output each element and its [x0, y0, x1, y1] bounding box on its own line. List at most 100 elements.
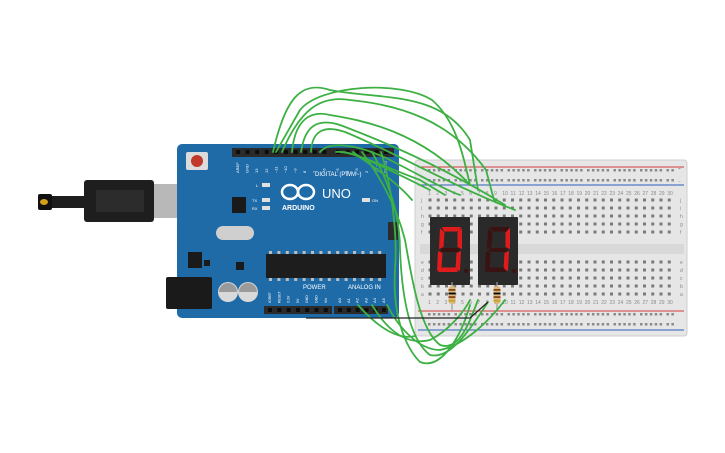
breadboard-hole[interactable] — [610, 284, 613, 288]
breadboard-hole[interactable] — [511, 198, 514, 202]
breadboard-hole[interactable] — [634, 284, 638, 288]
rail-hole[interactable] — [644, 169, 648, 172]
breadboard-hole[interactable] — [560, 268, 564, 272]
rail-hole[interactable] — [507, 313, 511, 316]
rail-hole[interactable] — [442, 323, 446, 326]
rail-hole[interactable] — [517, 313, 520, 316]
breadboard-hole[interactable] — [593, 230, 597, 234]
breadboard-hole[interactable] — [552, 198, 556, 202]
rail-hole[interactable] — [649, 179, 653, 182]
rail-hole[interactable] — [428, 169, 431, 172]
rail-hole[interactable] — [474, 323, 477, 326]
rail-hole[interactable] — [432, 323, 436, 326]
breadboard-hole[interactable] — [626, 292, 630, 296]
rail-hole[interactable] — [481, 169, 484, 172]
digital-pin[interactable] — [255, 150, 260, 154]
breadboard-hole[interactable] — [577, 214, 580, 218]
breadboard-hole[interactable] — [667, 268, 671, 272]
rail-hole[interactable] — [548, 179, 552, 182]
breadboard-hole[interactable] — [626, 284, 630, 288]
rail-hole[interactable] — [659, 313, 663, 316]
breadboard-hole[interactable] — [651, 276, 655, 280]
rail-hole[interactable] — [543, 179, 547, 182]
digital-pin[interactable] — [236, 150, 240, 154]
rail-hole[interactable] — [575, 313, 578, 316]
breadboard-hole[interactable] — [428, 292, 432, 296]
rail-hole[interactable] — [618, 313, 621, 316]
breadboard-hole[interactable] — [453, 198, 457, 202]
power-pin[interactable] — [268, 308, 272, 312]
breadboard-hole[interactable] — [585, 214, 589, 218]
breadboard-hole[interactable] — [568, 268, 572, 272]
rail-hole[interactable] — [570, 323, 573, 326]
breadboard-hole[interactable] — [577, 284, 580, 288]
rail-hole[interactable] — [481, 179, 484, 182]
breadboard-hole[interactable] — [552, 222, 556, 226]
breadboard-hole[interactable] — [610, 230, 613, 234]
breadboard-holes[interactable] — [428, 169, 674, 326]
rail-hole[interactable] — [527, 323, 530, 326]
breadboard-hole[interactable] — [436, 206, 440, 210]
breadboard-hole[interactable] — [436, 284, 440, 288]
rail-hole[interactable] — [543, 169, 547, 172]
breadboard-hole[interactable] — [552, 260, 556, 264]
breadboard-hole[interactable] — [577, 230, 580, 234]
jumper-wire[interactable] — [310, 128, 516, 211]
breadboard-hole[interactable] — [527, 222, 531, 226]
breadboard-hole[interactable] — [577, 276, 580, 280]
breadboard-hole[interactable] — [659, 230, 663, 234]
breadboard-hole[interactable] — [478, 292, 481, 296]
power-pin[interactable] — [314, 308, 319, 312]
rail-hole[interactable] — [464, 169, 467, 172]
rail-hole[interactable] — [575, 169, 578, 172]
breadboard-hole[interactable] — [667, 260, 671, 264]
rail-hole[interactable] — [654, 169, 658, 172]
breadboard-hole[interactable] — [428, 284, 432, 288]
reset-button[interactable] — [191, 155, 203, 167]
rail-hole[interactable] — [522, 179, 525, 182]
breadboard-hole[interactable] — [469, 198, 473, 202]
rail-hole[interactable] — [469, 323, 472, 326]
breadboard-hole[interactable] — [593, 260, 597, 264]
breadboard-hole[interactable] — [667, 198, 671, 202]
breadboard-hole[interactable] — [511, 292, 514, 296]
breadboard-hole[interactable] — [461, 206, 465, 210]
rail-hole[interactable] — [628, 323, 631, 326]
rail-hole[interactable] — [454, 179, 458, 182]
seven-segment-displays[interactable] — [430, 217, 518, 285]
rail-hole[interactable] — [500, 179, 504, 182]
breadboard-hole[interactable] — [651, 198, 655, 202]
breadboard-hole[interactable] — [634, 260, 638, 264]
breadboard-hole[interactable] — [527, 260, 531, 264]
breadboard-hole[interactable] — [643, 214, 646, 218]
breadboard-hole[interactable] — [610, 222, 613, 226]
breadboard-hole[interactable] — [667, 214, 671, 218]
breadboard-hole[interactable] — [511, 206, 514, 210]
breadboard-hole[interactable] — [659, 292, 663, 296]
rail-hole[interactable] — [666, 179, 670, 182]
breadboard-hole[interactable] — [478, 214, 481, 218]
rail-hole[interactable] — [640, 169, 643, 172]
rail-hole[interactable] — [560, 313, 564, 316]
rail-hole[interactable] — [507, 179, 511, 182]
breadboard-hole[interactable] — [535, 206, 539, 210]
breadboard-hole[interactable] — [651, 268, 655, 272]
breadboard-hole[interactable] — [634, 276, 638, 280]
rail-hole[interactable] — [469, 169, 472, 172]
rail-hole[interactable] — [654, 313, 658, 316]
breadboard-hole[interactable] — [494, 214, 498, 218]
jumper-wire[interactable] — [319, 144, 461, 196]
jumper-wire[interactable] — [371, 299, 471, 343]
breadboard-hole[interactable] — [544, 230, 547, 234]
analog-pin[interactable] — [346, 308, 351, 312]
breadboard-hole[interactable] — [651, 206, 655, 210]
rail-hole[interactable] — [591, 323, 595, 326]
right-digit-display[interactable] — [478, 217, 518, 285]
breadboard-hole[interactable] — [502, 292, 506, 296]
breadboard-hole[interactable] — [659, 214, 663, 218]
breadboard-hole[interactable] — [428, 198, 432, 202]
rail-hole[interactable] — [570, 179, 573, 182]
rail-hole[interactable] — [596, 313, 600, 316]
breadboard-hole[interactable] — [626, 268, 630, 272]
breadboard-hole[interactable] — [577, 222, 580, 226]
